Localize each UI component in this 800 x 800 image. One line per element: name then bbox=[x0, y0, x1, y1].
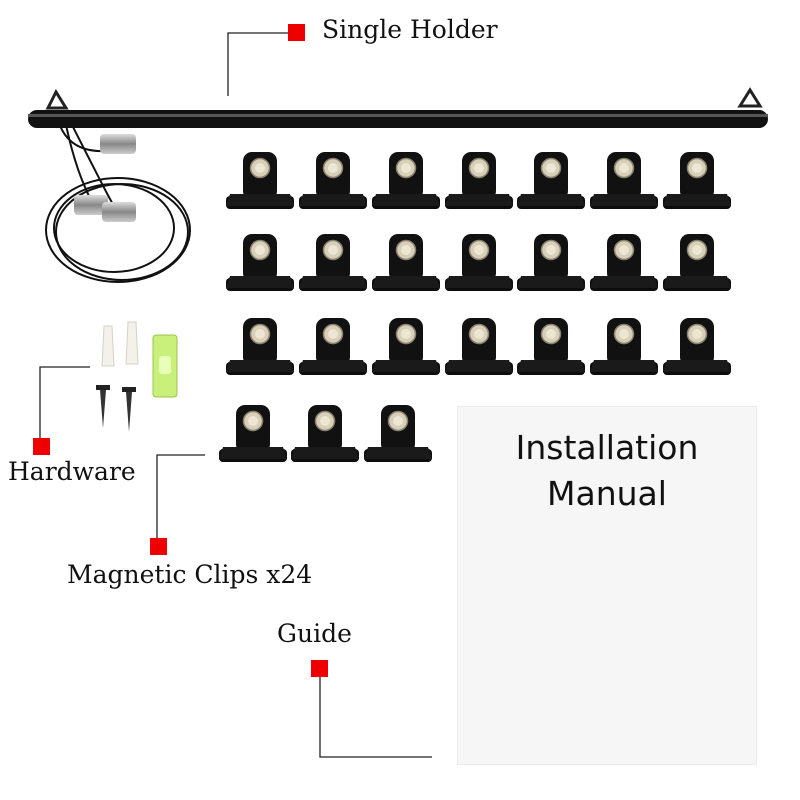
clip-icon bbox=[516, 317, 586, 376]
clip-icon bbox=[225, 151, 295, 210]
clip-icon bbox=[662, 233, 732, 292]
clip-icon bbox=[444, 317, 514, 376]
clip-icon bbox=[298, 317, 368, 376]
anchor-icon bbox=[101, 321, 139, 367]
clip-icon bbox=[225, 233, 295, 292]
clip-icon bbox=[371, 151, 441, 210]
manual-title-line1: Installation bbox=[515, 428, 699, 467]
holder-label: Single Holder bbox=[322, 15, 498, 44]
clip-icon bbox=[516, 151, 586, 210]
leader-lines bbox=[39, 32, 432, 758]
marker-squares bbox=[33, 24, 328, 677]
clip-icon bbox=[225, 317, 295, 376]
clip-icon bbox=[363, 404, 433, 463]
clip-icon bbox=[589, 151, 659, 210]
manual-title: Installation Manual bbox=[458, 425, 756, 517]
clip-icon bbox=[298, 151, 368, 210]
clip-icon bbox=[298, 233, 368, 292]
manual-title-line2: Manual bbox=[547, 474, 667, 513]
hardware-label: Hardware bbox=[8, 457, 136, 486]
clip-icon bbox=[662, 151, 732, 210]
clip-icon bbox=[444, 233, 514, 292]
installation-manual: Installation Manual bbox=[458, 407, 756, 764]
clip-icon bbox=[589, 233, 659, 292]
cable-fittings bbox=[74, 134, 136, 222]
clip-icon bbox=[371, 317, 441, 376]
clip-icon bbox=[371, 233, 441, 292]
clip-icon bbox=[444, 151, 514, 210]
hardware-group bbox=[96, 321, 178, 432]
level-icon bbox=[152, 334, 178, 398]
screw-icon bbox=[96, 385, 136, 432]
guide-label: Guide bbox=[277, 619, 352, 648]
clip-icon bbox=[516, 233, 586, 292]
clip-icon bbox=[589, 317, 659, 376]
clip-icon bbox=[290, 404, 360, 463]
hanging-rod bbox=[28, 87, 768, 128]
clip-icon bbox=[218, 404, 288, 463]
clip-icon bbox=[662, 317, 732, 376]
clips-label: Magnetic Clips x24 bbox=[67, 560, 313, 589]
